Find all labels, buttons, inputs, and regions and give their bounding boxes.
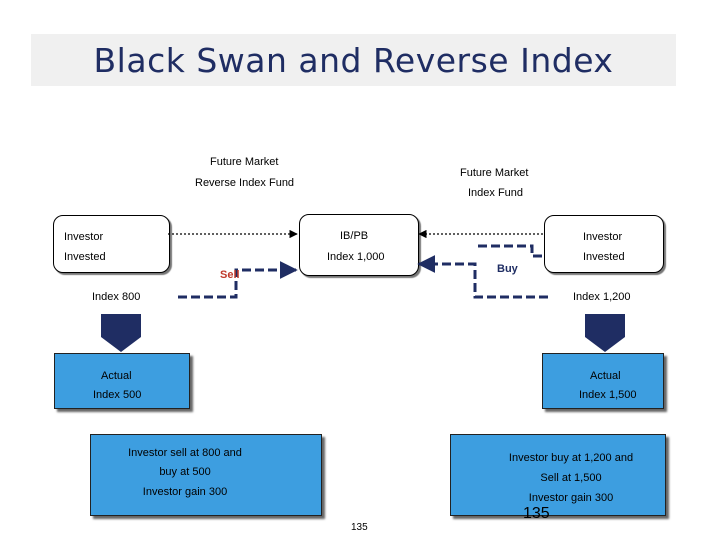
left-header-market: Future Market <box>210 156 279 168</box>
page-number-small: 135 <box>351 522 368 533</box>
right-actual-box <box>542 353 664 409</box>
left-result-line1: Investor sell at 800 and <box>128 447 242 459</box>
left-index-level: Index 800 <box>92 291 141 303</box>
left-down-arrow-shape <box>101 314 141 352</box>
right-invested-label: Invested <box>583 251 625 263</box>
center-ibpb-label: IB/PB <box>340 230 369 242</box>
right-header-market: Future Market <box>460 167 529 179</box>
right-investor-label: Investor <box>583 231 623 243</box>
left-investor-panel <box>53 215 170 273</box>
left-result-line2: buy at 500 <box>159 466 211 478</box>
sell-label: Sell <box>220 269 240 281</box>
buy-dashed-arrow <box>417 255 548 299</box>
left-actual-box <box>54 353 190 409</box>
left-header-fund: Reverse Index Fund <box>195 177 295 189</box>
right-index-level: Index 1,200 <box>573 291 631 303</box>
left-actual-value: Index 500 <box>93 389 142 401</box>
page-title: Black Swan and Reverse Index <box>93 40 614 80</box>
title-bar: Black Swan and Reverse Index <box>31 34 676 86</box>
buy-label: Buy <box>497 263 518 275</box>
center-index-level: Index 1,000 <box>327 251 385 263</box>
center-ibpb-panel <box>299 214 419 276</box>
left-investor-label: Investor <box>64 231 104 243</box>
right-result-line3: Investor gain 300 <box>528 492 614 504</box>
left-result-line3: Investor gain 300 <box>142 486 228 498</box>
right-top-dashed-line <box>478 244 545 258</box>
page-number-large: 135 <box>523 505 550 522</box>
right-header-fund: Index Fund <box>468 187 524 199</box>
left-result-box <box>90 434 322 516</box>
right-result-box <box>450 434 666 516</box>
right-actual-value: Index 1,500 <box>579 389 637 401</box>
right-actual-label: Actual <box>590 370 621 382</box>
left-actual-label: Actual <box>101 370 132 382</box>
right-result-line1: Investor buy at 1,200 and <box>508 452 634 464</box>
left-invested-label: Invested <box>64 251 106 263</box>
right-down-arrow-shape <box>585 314 625 352</box>
right-investor-panel <box>544 215 664 273</box>
right-result-line2: Sell at 1,500 <box>540 472 602 484</box>
sell-dashed-arrow <box>178 261 298 299</box>
